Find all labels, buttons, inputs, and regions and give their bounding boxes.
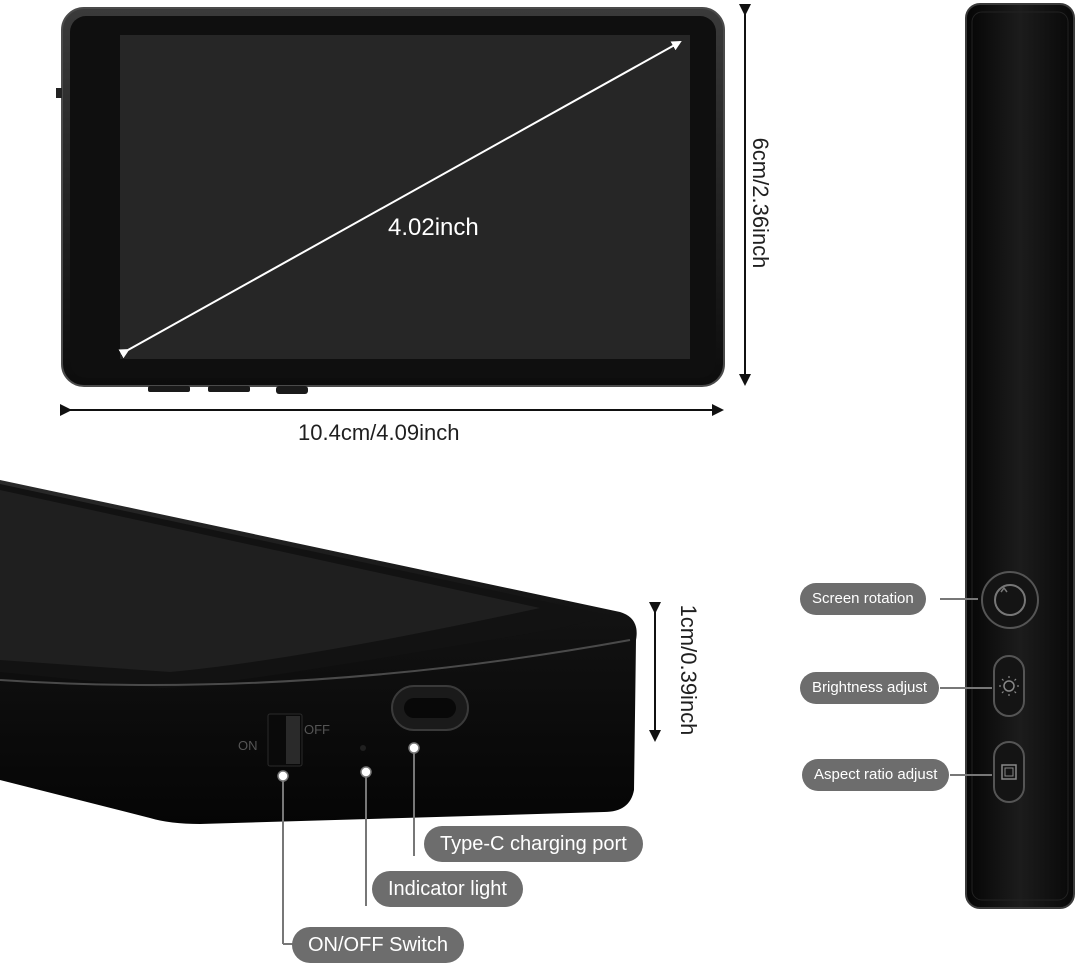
aspect-icon	[1001, 764, 1017, 780]
bottom-button-2	[208, 386, 250, 392]
width-label: 10.4cm/4.09inch	[298, 420, 460, 445]
height-label: 6cm/2.36inch	[748, 137, 773, 269]
callout-type-c: Type-C charging port	[424, 826, 643, 862]
indicator-hole	[360, 745, 366, 751]
switch-off-label: OFF	[304, 722, 330, 737]
diagonal-label: 4.02inch	[388, 214, 479, 241]
rotation-button	[981, 571, 1039, 629]
bottom-button-1	[148, 386, 190, 392]
rotation-icon	[994, 584, 1026, 616]
callout-screen-rotation: Screen rotation	[800, 583, 926, 615]
side-notch	[56, 88, 62, 98]
brightness-button	[993, 655, 1025, 717]
diagonal-arrow	[118, 41, 682, 359]
callout-onoff: ON/OFF Switch	[292, 927, 465, 963]
switch-on-label: ON	[238, 738, 258, 753]
bottom-button-3	[276, 386, 308, 394]
thickness-label: 1cm/0.39inch	[676, 604, 701, 736]
edge-screen	[0, 490, 540, 672]
sun-icon	[1003, 680, 1015, 692]
callout-indicator: Indicator light	[372, 871, 523, 907]
front-device	[56, 7, 725, 394]
side-device	[965, 3, 1075, 909]
callout-brightness: Brightness adjust	[800, 672, 940, 704]
callout-aspect: Aspect ratio adjust	[802, 759, 950, 791]
aspect-button	[993, 741, 1025, 803]
edge-device	[0, 480, 637, 824]
